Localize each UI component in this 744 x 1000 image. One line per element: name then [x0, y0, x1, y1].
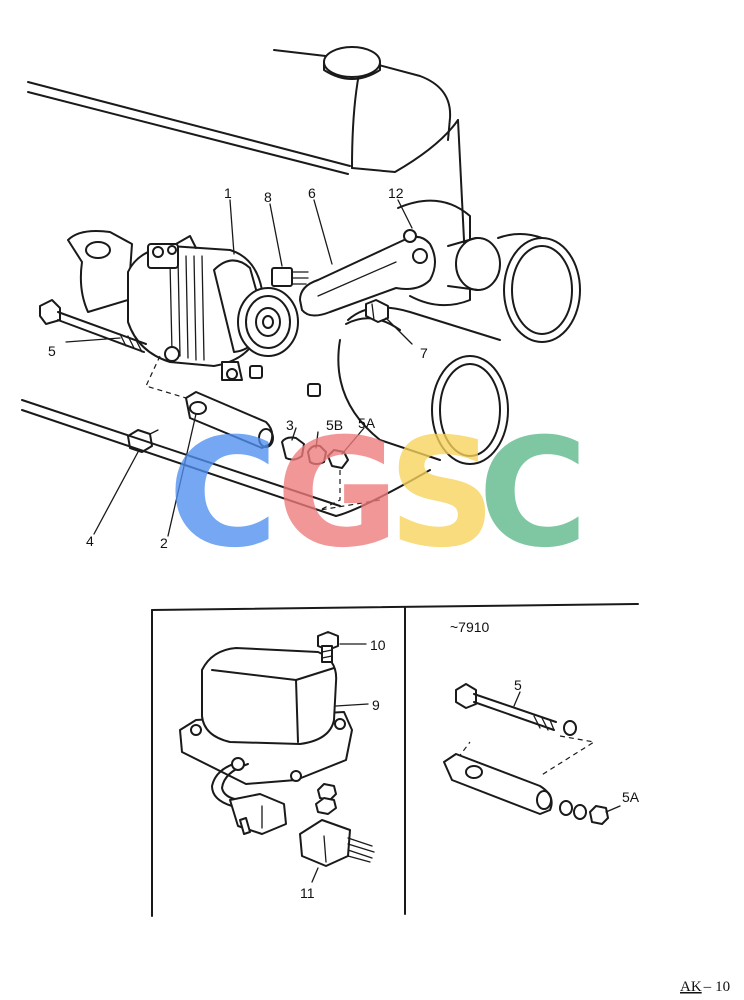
- nut-5a: [327, 449, 349, 469]
- callout-2: 2: [160, 535, 168, 551]
- page-code-sep: –: [703, 979, 712, 995]
- callout-4: 4: [86, 533, 94, 549]
- svg-text:AK–10: AK–10: [680, 979, 730, 995]
- callout-10: 10: [370, 637, 386, 653]
- spacer-3: [281, 436, 305, 461]
- inset-leader-5a: [605, 805, 621, 813]
- callout-1: 1: [224, 185, 232, 201]
- bolt-7: [365, 299, 389, 323]
- callout-8: 8: [264, 189, 272, 205]
- inset-callout-5a: 5A: [622, 789, 640, 805]
- inset-adjusting-link: [443, 753, 553, 815]
- callout-3: 3: [286, 417, 294, 433]
- callout-7: 7: [420, 345, 428, 361]
- watermark-letter-s: S: [388, 407, 496, 581]
- inset-assembly-guide: [539, 735, 596, 777]
- nut-small-b: [307, 383, 321, 397]
- watermark-letter-g: G: [276, 407, 399, 581]
- adjusting-link-2: [185, 391, 274, 449]
- assembly-guide-bottom: [319, 470, 381, 511]
- page-code: AK–10: [680, 979, 730, 995]
- alternator: [67, 230, 299, 381]
- callout-5: 5: [48, 343, 56, 359]
- leader-lines: [65, 199, 413, 537]
- watermark-letter-c2: C: [478, 407, 588, 581]
- plug-connector: [271, 267, 309, 287]
- long-bolt: [39, 299, 147, 353]
- inset-leader-lines: [311, 643, 369, 883]
- bolt-4: [127, 429, 159, 453]
- nut-small-a: [249, 365, 263, 379]
- callout-9: 9: [372, 697, 380, 713]
- callout-12: 12: [388, 185, 404, 201]
- serial-note: ~7910: [450, 619, 490, 635]
- inset-nut: [589, 805, 609, 825]
- callout-5a: 5A: [358, 415, 376, 431]
- page-code-num: 10: [715, 979, 730, 995]
- watermark: C G S C: [168, 407, 588, 581]
- voltage-regulator: [179, 647, 353, 835]
- frame-rails: [21, 399, 431, 517]
- callout-11: 11: [300, 885, 315, 901]
- washer-5b: [307, 444, 327, 465]
- page-code-prefix: AK: [680, 979, 702, 995]
- bolt-10: [317, 631, 339, 663]
- inset-callout-5: 5: [514, 677, 522, 693]
- inset-long-bolt: [455, 683, 577, 736]
- inset-washer-1: [559, 800, 573, 816]
- callout-5b: 5B: [326, 417, 343, 433]
- inset-frames: [151, 603, 639, 917]
- engine-block: [27, 46, 466, 261]
- inset-washer-2: [573, 804, 587, 820]
- water-outlet: [337, 199, 581, 465]
- adjusting-bracket: [299, 229, 436, 317]
- callout-6: 6: [308, 185, 316, 201]
- assembly-guide-top: [145, 355, 187, 399]
- inset-leader-5: [513, 691, 521, 707]
- connector-11: [299, 819, 375, 867]
- watermark-letter-c1: C: [168, 407, 278, 581]
